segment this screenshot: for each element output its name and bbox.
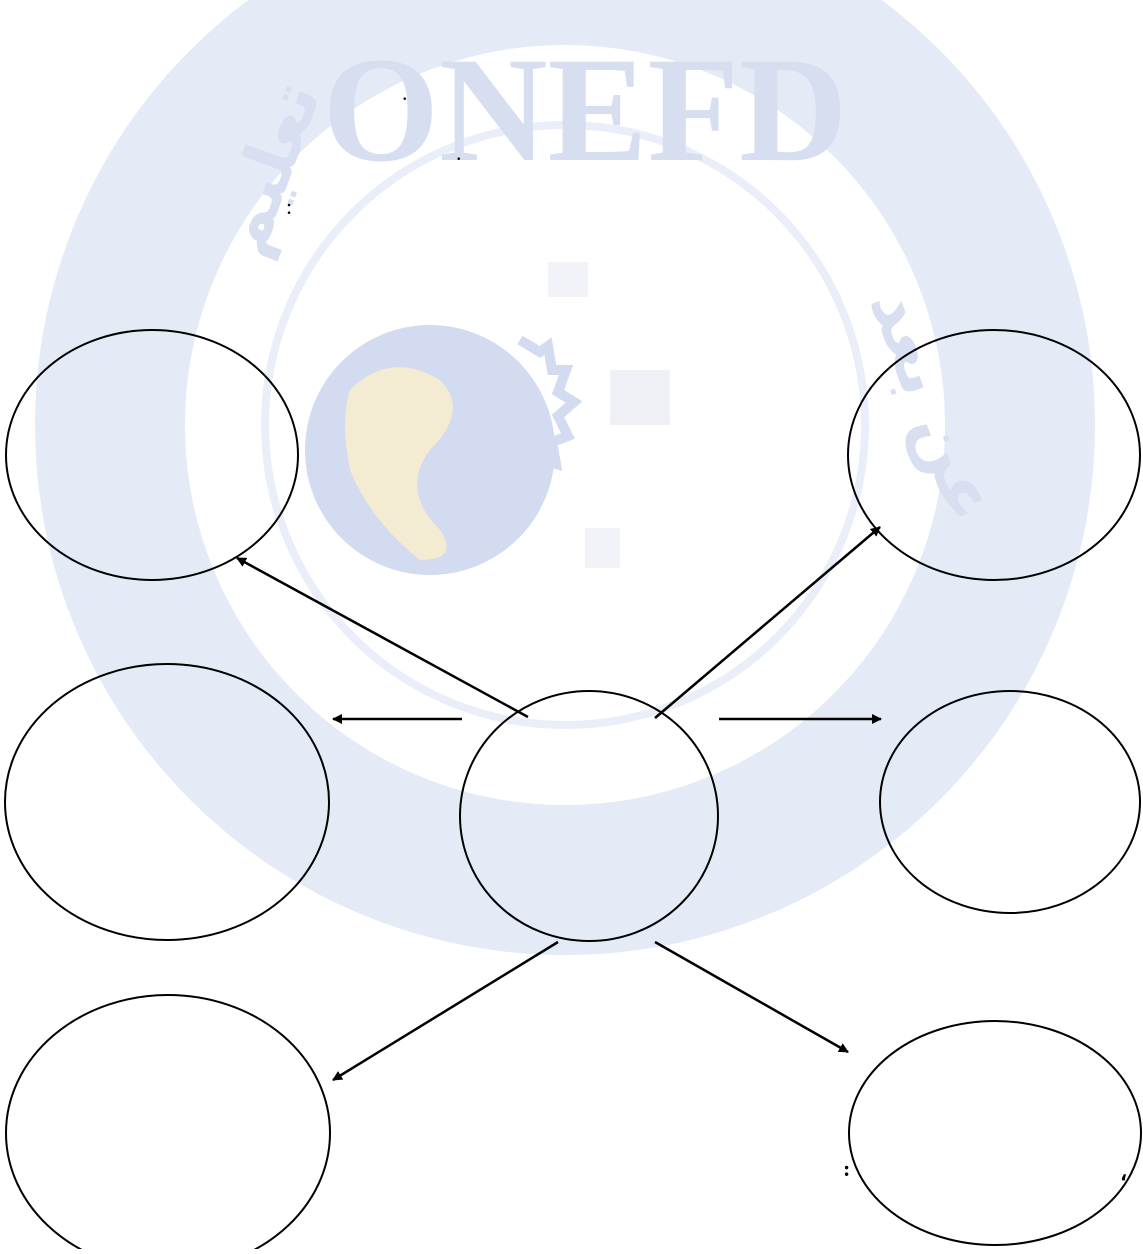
node-bottom-left [6, 995, 330, 1249]
seal-logo-text: ONEFD [323, 27, 848, 193]
comma-mark: ، [1120, 1162, 1127, 1184]
watermark-seal: ONEFD تعليم عن بعد [110, 0, 1020, 880]
node-bottom-right [849, 1021, 1141, 1245]
dot-mark: . [402, 82, 408, 104]
dot-mark: . [456, 142, 462, 164]
arrow-to-bottom-right [655, 942, 848, 1052]
colon-mark: : [843, 1158, 850, 1180]
colon-mark: : [286, 196, 292, 218]
book-icon [610, 370, 670, 425]
arrow-to-bottom-left [333, 942, 558, 1080]
tool-icon [585, 528, 620, 568]
pencil-icon [548, 262, 588, 297]
